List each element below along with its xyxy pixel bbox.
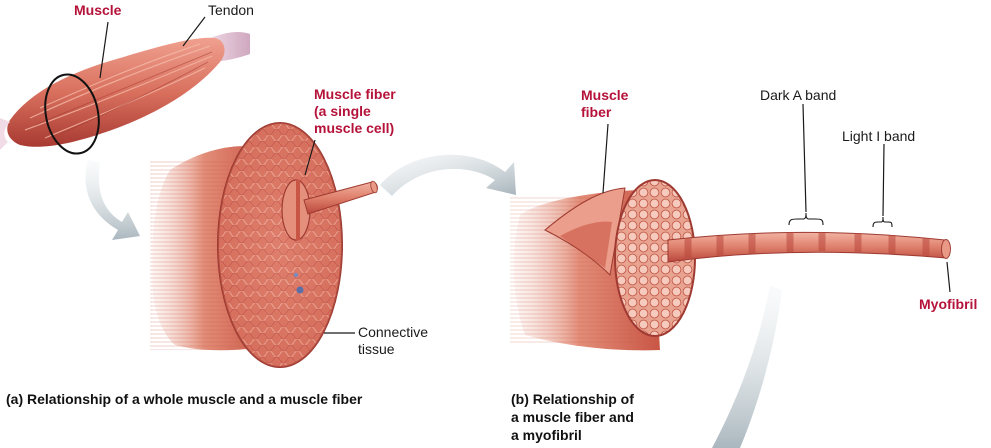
label-muscle-fiber-b-line1: Muscle: [581, 87, 629, 103]
caption-a: (a) Relationship of a whole muscle and a…: [6, 391, 363, 407]
label-dark-a-band: Dark A band: [760, 87, 837, 103]
label-muscle-fiber-a-line2: (a single: [314, 103, 371, 119]
muscle-fiber-cutaway: [510, 179, 696, 351]
label-myofibril: Myofibril: [919, 296, 978, 312]
leader-muscle: [99, 21, 109, 79]
leader-i-band: [882, 143, 885, 217]
label-muscle: Muscle: [74, 2, 122, 18]
label-muscle-fiber-b: Muscle fiber: [581, 87, 628, 121]
leader-lines: [99, 16, 951, 334]
label-muscle-fiber-a-line3: muscle cell): [314, 120, 395, 136]
caption-b-line2: a muscle fiber and: [511, 409, 634, 425]
i-band-bracket: [872, 216, 893, 228]
label-connective-tissue-line2: tissue: [358, 341, 395, 357]
myofibril-strand: [667, 231, 951, 263]
label-light-i-band: Light I band: [842, 128, 916, 144]
muscle-cross-section: [150, 122, 343, 368]
caption-b: (b) Relationship of a muscle fiber and a…: [511, 390, 634, 444]
caption-b-line1: (b) Relationship of: [511, 391, 634, 407]
leader-muscle-fiber-a: [304, 139, 316, 176]
label-tendon: Tendon: [208, 2, 254, 18]
zoom-arrow-b: [380, 154, 516, 196]
zoom-arrow-a: [85, 160, 140, 240]
label-muscle-fiber-b-line2: fiber: [581, 104, 612, 120]
leader-muscle-fiber-b: [602, 123, 609, 194]
label-connective-tissue: Connective tissue: [358, 324, 428, 358]
label-muscle-fiber-a-line1: Muscle fiber: [314, 86, 396, 102]
label-muscle-fiber-a: Muscle fiber (a single muscle cell): [314, 86, 396, 137]
label-connective-tissue-line1: Connective: [358, 324, 429, 340]
single-muscle-fiber: [303, 180, 378, 215]
leader-tendon: [182, 16, 206, 47]
a-band-bracket: [788, 212, 824, 226]
whole-muscle-illustration: [0, 32, 250, 155]
leader-a-band: [802, 103, 807, 213]
caption-b-line3: a myofibril: [511, 427, 582, 443]
zoom-arrow-c: [712, 285, 782, 448]
leader-myofibril: [946, 261, 951, 293]
